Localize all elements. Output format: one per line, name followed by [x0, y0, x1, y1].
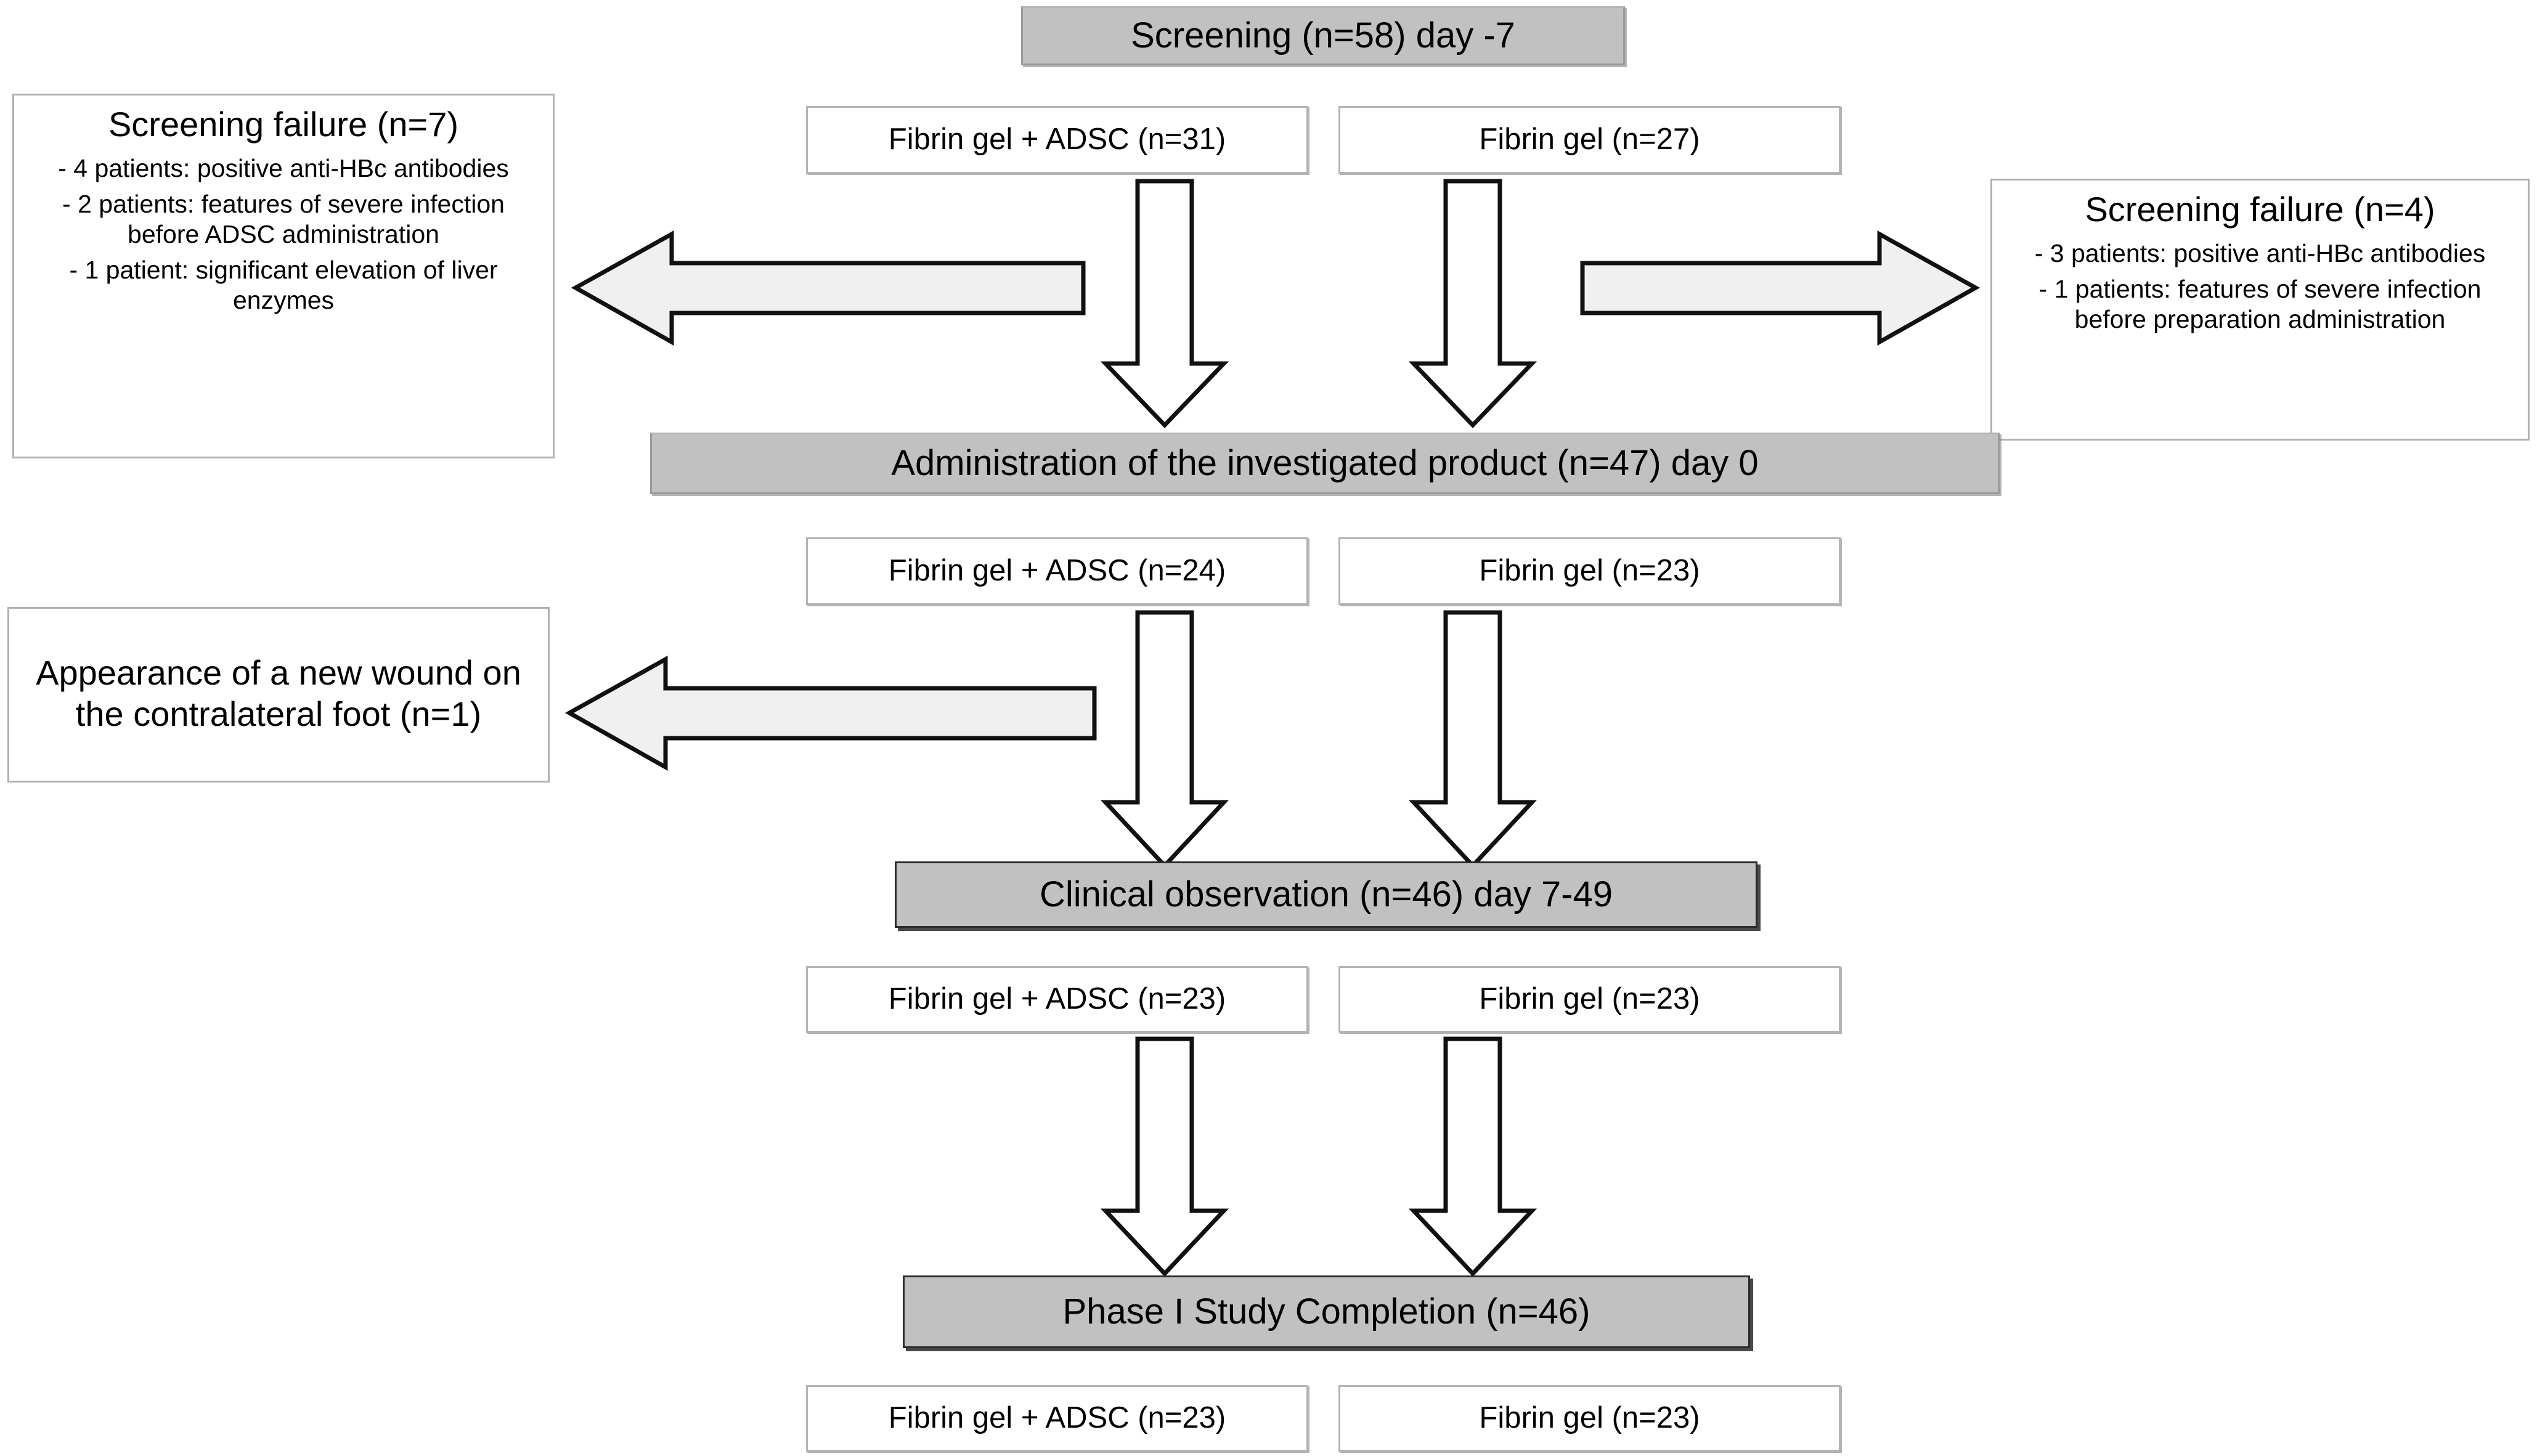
stage-observation-label: Clinical observation (n=46) day 7-49: [1039, 874, 1613, 914]
stage-completion-arm-gel: Fibrin gel (n=23): [1338, 1385, 1841, 1452]
stage-screening-label: Screening (n=58) day -7: [1131, 15, 1515, 55]
exclusion-item: - 1 patient: significant elevation of li…: [69, 256, 498, 314]
arm-label: Fibrin gel + ADSC (n=24): [888, 554, 1226, 588]
exclusion-item: - 4 patients: positive anti-HBc antibodi…: [58, 154, 509, 183]
stage-administration-arm-gel: Fibrin gel (n=23): [1338, 537, 1841, 605]
exclusion-new-wound: Appearance of a new wound on the contral…: [7, 607, 550, 783]
arrow-down-screening-adsc-icon: [1100, 179, 1229, 429]
stage-observation-box: Clinical observation (n=46) day 7-49: [895, 861, 1757, 928]
stage-completion-box: Phase I Study Completion (n=46): [903, 1275, 1750, 1348]
stage-completion-label: Phase I Study Completion (n=46): [1062, 1291, 1590, 1332]
arm-label: Fibrin gel + ADSC (n=23): [888, 982, 1226, 1016]
stage-screening-arm-adsc: Fibrin gel + ADSC (n=31): [806, 106, 1308, 174]
stage-observation-arm-adsc: Fibrin gel + ADSC (n=23): [806, 966, 1308, 1033]
stage-completion-arm-adsc: Fibrin gel + ADSC (n=23): [806, 1385, 1308, 1452]
exclusion-title: Appearance of a new wound on the contral…: [36, 653, 521, 733]
arm-label: Fibrin gel + ADSC (n=31): [888, 123, 1226, 157]
arm-label: Fibrin gel (n=23): [1479, 554, 1700, 588]
stage-screening-box: Screening (n=58) day -7: [1021, 6, 1625, 65]
arrow-down-observation-gel-icon: [1408, 1036, 1537, 1277]
stage-administration-box: Administration of the investigated produ…: [650, 433, 2000, 494]
arrow-left-new-wound-icon: [564, 656, 1097, 771]
exclusion-right-screening-failure: Screening failure (n=4) - 3 patients: po…: [1990, 179, 2530, 441]
stage-administration-label: Administration of the investigated produ…: [891, 442, 1759, 483]
exclusion-left-screening-failure: Screening failure (n=7) - 4 patients: po…: [12, 94, 555, 458]
exclusion-item: - 2 patients: features of severe infecti…: [62, 190, 505, 248]
arrow-left-screening-failure-icon: [571, 230, 1086, 346]
arrow-down-administration-gel-icon: [1408, 610, 1537, 869]
exclusion-item: - 3 patients: positive anti-HBc antibodi…: [2034, 239, 2486, 268]
stage-screening-arm-gel: Fibrin gel (n=27): [1338, 106, 1841, 174]
arrow-down-observation-adsc-icon: [1100, 1036, 1229, 1277]
arm-label: Fibrin gel (n=23): [1479, 982, 1700, 1016]
stage-observation-arm-gel: Fibrin gel (n=23): [1338, 966, 1841, 1033]
arm-label: Fibrin gel (n=23): [1479, 1401, 1700, 1435]
arrow-right-screening-failure-icon: [1580, 230, 1981, 346]
exclusion-item: - 1 patients: features of severe infecti…: [2038, 275, 2482, 333]
arrow-down-screening-gel-icon: [1408, 179, 1537, 429]
stage-administration-arm-adsc: Fibrin gel + ADSC (n=24): [806, 537, 1308, 605]
arrow-down-administration-adsc-icon: [1100, 610, 1229, 869]
exclusion-title: Screening failure (n=7): [108, 105, 459, 144]
arm-label: Fibrin gel + ADSC (n=23): [888, 1401, 1226, 1435]
exclusion-title: Screening failure (n=4): [2085, 190, 2435, 229]
arm-label: Fibrin gel (n=27): [1479, 123, 1700, 157]
